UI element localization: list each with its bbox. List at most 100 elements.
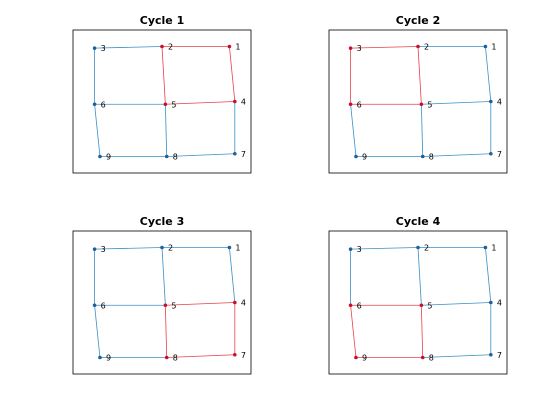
- node-label: 9: [362, 354, 367, 363]
- graph-edge: [421, 101, 491, 105]
- panel-axes-frame: [72, 230, 252, 375]
- cycle-edge: [420, 305, 424, 358]
- graph-node: [98, 355, 102, 360]
- panel-axes-frame: [328, 230, 508, 375]
- node-label: 1: [235, 244, 240, 253]
- node-label: 2: [168, 244, 173, 253]
- graph-edge: [350, 247, 419, 250]
- graph-edge: [485, 247, 492, 303]
- node-label: 8: [173, 153, 178, 162]
- graph-node: [483, 245, 488, 250]
- graph-node: [489, 300, 493, 305]
- cycle-node: [233, 300, 237, 305]
- panel-axes-frame: [328, 29, 508, 174]
- node-label: 4: [241, 299, 246, 308]
- cycle-node: [160, 44, 164, 49]
- graph-edge: [94, 104, 101, 157]
- node-label: 6: [101, 100, 106, 109]
- panel-title: Cycle 1: [140, 14, 184, 27]
- cycle-edge: [229, 46, 236, 102]
- panel-axes-frame: [72, 29, 252, 174]
- node-label: 7: [241, 351, 246, 360]
- node-label: 7: [241, 150, 246, 159]
- graph-edge: [94, 247, 163, 250]
- node-label: 4: [497, 299, 502, 308]
- node-label: 4: [497, 98, 502, 107]
- graph-edge: [166, 153, 235, 157]
- node-label: 3: [357, 44, 362, 53]
- node-label: 8: [173, 354, 178, 363]
- graph-edge: [94, 305, 101, 358]
- cycle-node: [164, 355, 169, 360]
- node-label: 5: [171, 301, 176, 310]
- node-label: 7: [497, 351, 502, 360]
- panel-title: Cycle 4: [396, 215, 441, 228]
- graph-node: [489, 151, 493, 156]
- node-label: 2: [424, 43, 429, 52]
- node-label: 9: [362, 153, 367, 162]
- graph-edge: [161, 247, 166, 306]
- graph-node: [164, 154, 169, 159]
- graph-node: [92, 247, 97, 251]
- cycle-edge: [164, 305, 168, 358]
- cycle-node: [163, 303, 168, 308]
- graph-edge: [350, 104, 357, 157]
- cycle-node: [348, 102, 353, 107]
- graph-node: [348, 247, 353, 251]
- panel-cycle-1: Cycle 1 1 2 3 4 5 6 7 8 9: [72, 14, 252, 174]
- graph-edge: [164, 104, 168, 157]
- node-label: 2: [424, 244, 429, 253]
- node-label: 6: [357, 301, 362, 310]
- cycle-edge: [417, 46, 422, 105]
- node-label: 3: [101, 245, 106, 254]
- graph-edge: [422, 153, 491, 157]
- graph-edge: [417, 247, 422, 306]
- cycle-edge: [161, 46, 166, 105]
- cycle-node: [419, 102, 424, 107]
- node-label: 6: [357, 100, 362, 109]
- node-label: 4: [241, 98, 246, 107]
- graph-node: [227, 245, 232, 250]
- node-label: 5: [427, 100, 432, 109]
- node-label: 5: [171, 100, 176, 109]
- cycle-edge: [350, 305, 357, 358]
- node-label: 3: [101, 44, 106, 53]
- graph-node: [160, 245, 164, 250]
- node-label: 8: [429, 354, 434, 363]
- cycle-node: [348, 303, 353, 308]
- cycle-node: [227, 44, 232, 49]
- graph-node: [92, 46, 97, 50]
- graph-edge: [229, 247, 236, 303]
- cycle-node: [163, 102, 168, 107]
- node-label: 8: [429, 153, 434, 162]
- node-label: 9: [106, 354, 111, 363]
- graph-node: [483, 44, 488, 49]
- cycle-node: [354, 355, 358, 360]
- node-label: 3: [357, 245, 362, 254]
- cycle-edge: [350, 46, 419, 49]
- node-label: 2: [168, 43, 173, 52]
- cycle-edge: [165, 101, 235, 105]
- cycle-edge: [165, 302, 235, 306]
- cycle-node: [233, 99, 237, 104]
- cycle-node: [233, 352, 237, 357]
- graph-node: [92, 102, 97, 107]
- graph-node: [354, 154, 358, 159]
- cycle-node: [419, 303, 424, 308]
- graph-node: [92, 303, 97, 308]
- panel-title: Cycle 3: [140, 215, 184, 228]
- cycle-node: [416, 44, 420, 49]
- node-label: 9: [106, 153, 111, 162]
- graph-edge: [422, 354, 491, 358]
- graph-edge: [485, 46, 492, 102]
- graph-node: [420, 154, 425, 159]
- graph-node: [233, 151, 237, 156]
- node-label: 1: [235, 43, 240, 52]
- graph-node: [489, 352, 493, 357]
- node-label: 1: [491, 43, 496, 52]
